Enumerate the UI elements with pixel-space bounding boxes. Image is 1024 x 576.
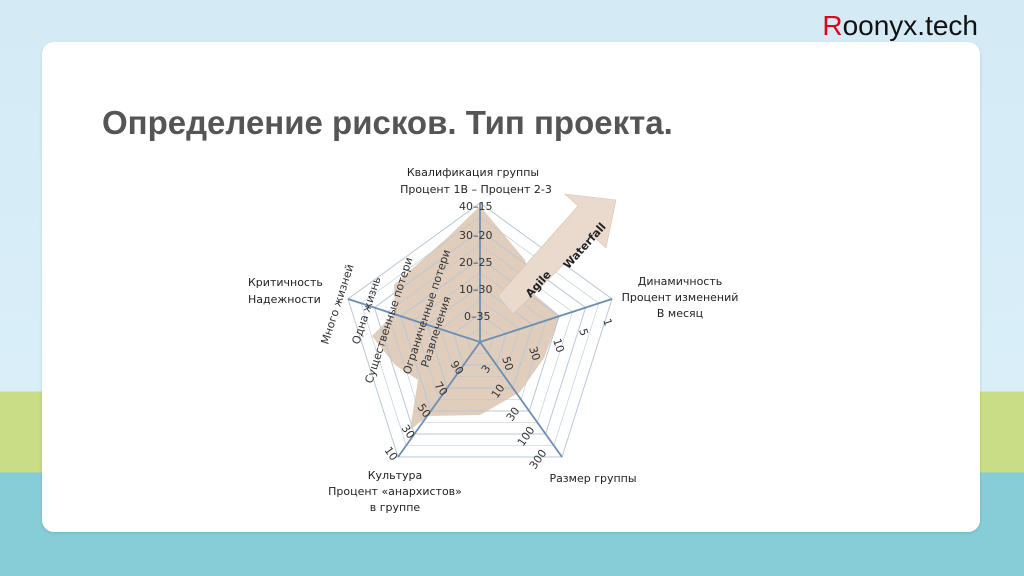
axis-spokes bbox=[347, 203, 613, 458]
agile-waterfall-arrow: Agile Waterfall bbox=[497, 193, 617, 315]
ticks-top: 0–35 10–30 20–25 30–20 40–15 bbox=[459, 200, 493, 323]
tick-top-2: 10–30 bbox=[459, 283, 493, 296]
axis-bl-line3: в группе bbox=[370, 501, 421, 514]
grid-ring bbox=[440, 299, 520, 377]
axis-top-line1: Квалификация группы bbox=[407, 166, 539, 179]
axis-left-line1: Критичность bbox=[248, 276, 323, 289]
tick-br-4: 100 bbox=[515, 424, 538, 449]
grid-ring bbox=[400, 257, 560, 412]
tick-right-2: 30 bbox=[526, 345, 543, 362]
tick-br-5: 300 bbox=[527, 447, 550, 472]
axis-bl-line2: Процент «анархистов» bbox=[328, 485, 462, 498]
axis-title-bottom-right: Размер группы bbox=[549, 472, 636, 485]
axis-spoke bbox=[479, 298, 613, 343]
axis-spoke bbox=[479, 341, 563, 458]
tick-right-5: 1 bbox=[600, 317, 615, 328]
axis-title-left: Критичность Надежности bbox=[248, 276, 323, 306]
tick-top-4: 30–20 bbox=[459, 229, 493, 242]
slide-title: Определение рисков. Тип проекта. bbox=[102, 104, 673, 141]
grid-ring bbox=[360, 216, 600, 446]
axis-title-top: Квалификация группы Процент 1В – Процент… bbox=[400, 166, 552, 196]
grid-ring bbox=[453, 313, 507, 366]
axis-right-line3: В месяц bbox=[657, 307, 703, 320]
tick-top-5: 40–15 bbox=[459, 200, 493, 213]
axis-left-line2: Надежности bbox=[248, 293, 321, 306]
tick-top-3: 20–25 bbox=[459, 256, 493, 269]
axis-right-line2: Процент изменений bbox=[622, 291, 739, 304]
grid-ring bbox=[426, 285, 534, 389]
tick-br-3: 30 bbox=[504, 405, 523, 424]
axis-title-bottom-left: Культура Процент «анархистов» в группе bbox=[328, 469, 462, 514]
grid-rings bbox=[347, 202, 613, 458]
tick-right-3: 10 bbox=[550, 337, 567, 354]
axis-right-line1: Динамичность bbox=[638, 275, 722, 288]
axis-bl-line1: Культура bbox=[368, 469, 422, 482]
axis-top-line2: Процент 1В – Процент 2-3 bbox=[400, 183, 552, 196]
grid-ring bbox=[387, 244, 573, 423]
tick-bl-5: 10 bbox=[382, 444, 401, 463]
axis-br-line1: Размер группы bbox=[549, 472, 636, 485]
grid-ring bbox=[347, 202, 613, 458]
grid-ring bbox=[413, 272, 547, 400]
axis-title-right: Динамичность Процент изменений В месяц bbox=[622, 275, 739, 320]
tick-left-5: Много жизней bbox=[318, 263, 356, 346]
axis-spoke bbox=[397, 341, 481, 458]
brand-rest: oonyx.tech bbox=[842, 10, 978, 41]
ticks-right: 50 30 10 5 1 bbox=[499, 317, 615, 372]
grid-ring bbox=[466, 327, 494, 354]
tick-right-4: 5 bbox=[576, 327, 591, 338]
brand-logo: Roonyx.tech bbox=[822, 10, 978, 42]
grid-ring bbox=[373, 230, 587, 435]
tick-right-1: 50 bbox=[499, 355, 516, 372]
tick-top-1: 0–35 bbox=[464, 310, 491, 323]
brand-first-letter: R bbox=[822, 10, 843, 41]
axis-spoke bbox=[347, 298, 481, 343]
